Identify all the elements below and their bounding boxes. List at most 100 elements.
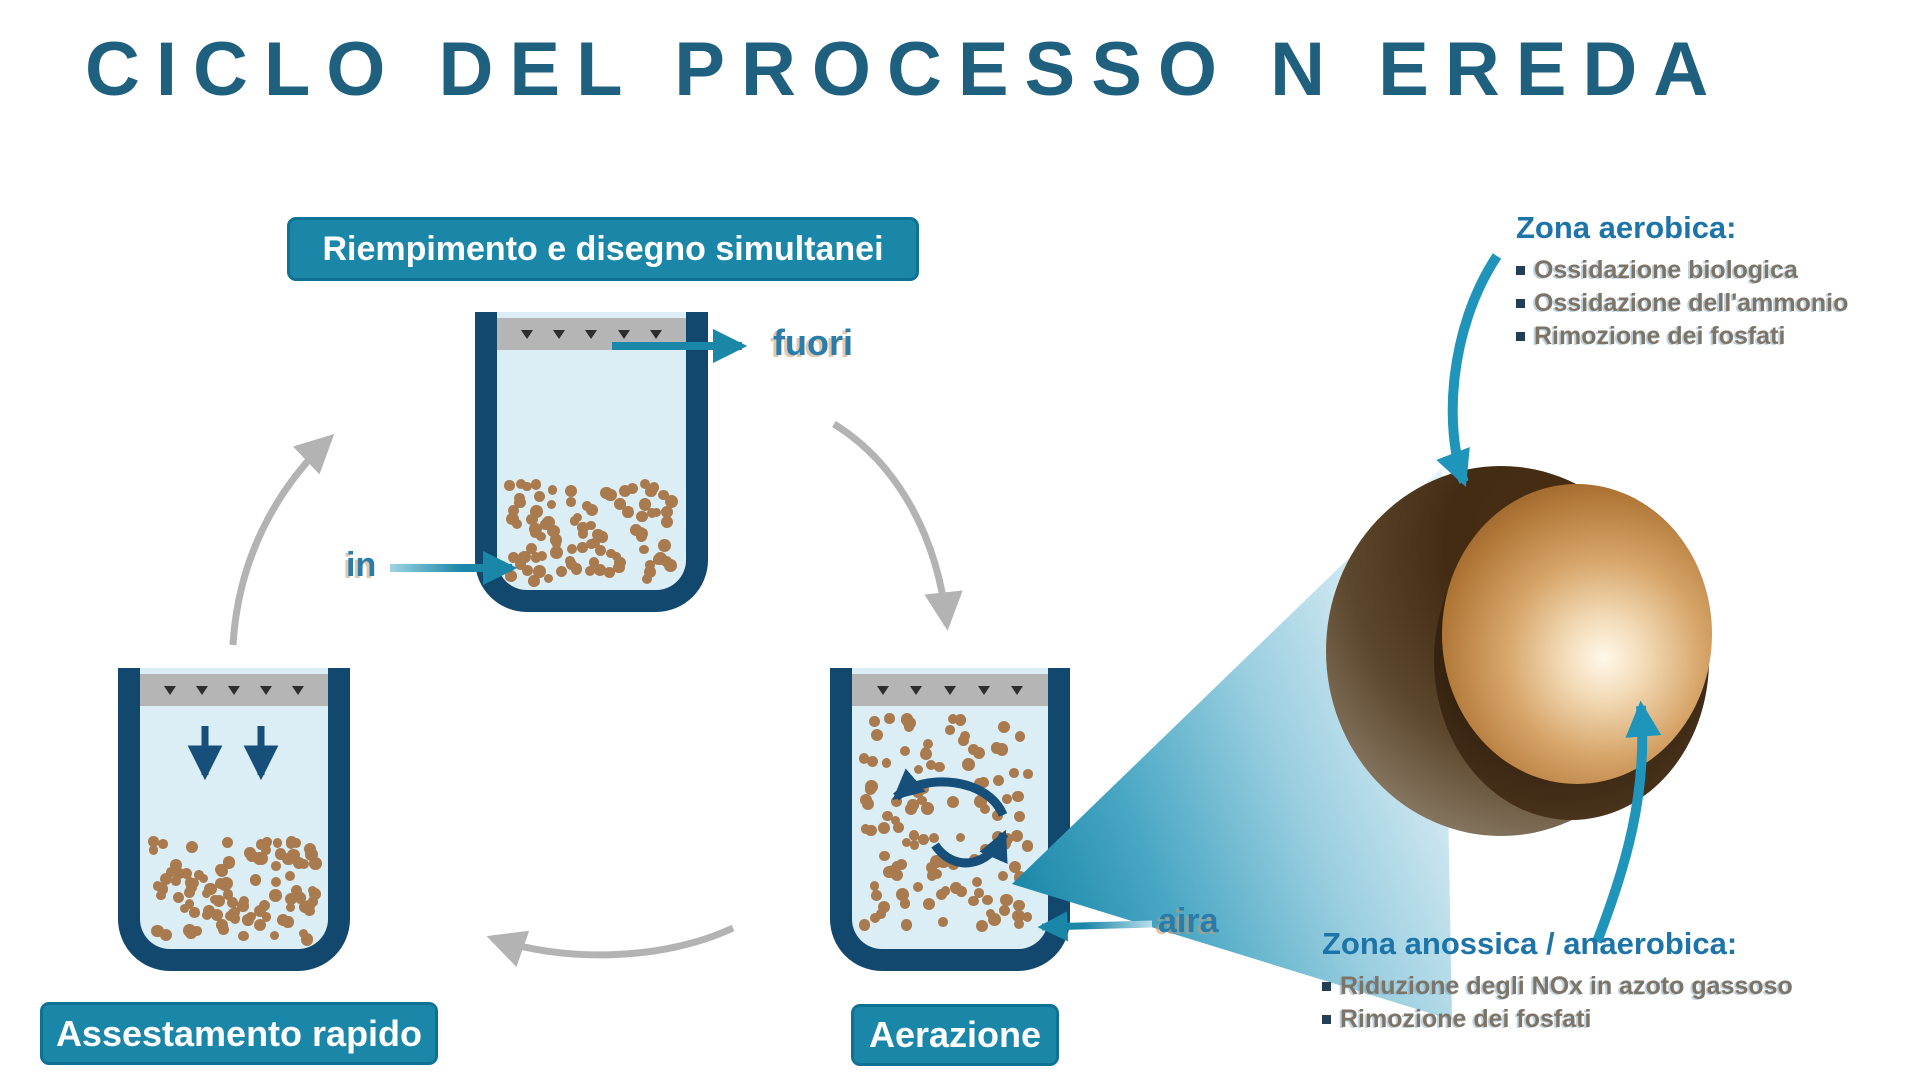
granule-dot xyxy=(622,506,634,518)
granule-dot xyxy=(1012,909,1025,923)
granule-dot xyxy=(881,758,892,768)
granule-dot xyxy=(216,919,229,932)
granule-dot xyxy=(204,882,217,896)
granule-dot xyxy=(645,560,656,570)
granule-dot xyxy=(920,746,931,757)
granule-dot xyxy=(507,551,519,563)
granule-dot xyxy=(246,911,256,922)
granule-dot xyxy=(514,558,527,571)
granule-dot xyxy=(934,761,946,773)
granule-dot xyxy=(926,870,938,882)
bullet-text: Riduzione degli NOx in azoto gassoso xyxy=(1340,972,1793,1000)
granule-dot xyxy=(308,896,319,907)
granule-dot xyxy=(955,833,965,843)
granule-dot xyxy=(269,889,282,902)
granule-dot xyxy=(577,528,589,539)
granule-dot xyxy=(975,919,989,933)
granule-dot xyxy=(522,565,533,576)
granule-dot xyxy=(504,480,515,491)
granule-dot xyxy=(917,833,929,845)
weir-notch-icon xyxy=(977,685,990,695)
granule-dot xyxy=(946,795,959,808)
weir-notch-icon xyxy=(196,685,208,695)
granule-dot xyxy=(152,880,163,891)
granule-dot xyxy=(904,802,917,815)
granule-dot xyxy=(660,506,673,519)
granule-dot xyxy=(912,881,923,893)
granule-dot xyxy=(918,784,929,795)
granule-dot xyxy=(215,878,227,890)
granule-dot xyxy=(261,912,272,922)
bullet-text: Rimozione dei fosfati xyxy=(1534,322,1786,350)
weir-notch-icon xyxy=(876,685,889,695)
granule-dot xyxy=(947,714,958,725)
granule-dot xyxy=(526,542,538,554)
granule-dot xyxy=(868,716,880,727)
granule-dot xyxy=(515,478,526,489)
granule-dot xyxy=(871,728,884,741)
granule-dot xyxy=(223,856,236,869)
granule-dot xyxy=(184,899,195,909)
sphere-inner-core xyxy=(1442,484,1712,784)
granule-dot xyxy=(586,504,598,516)
granule-dot xyxy=(166,867,177,878)
list-item: Riduzione degli NOx in azoto gassoso xyxy=(1322,970,1793,1003)
granule-dot xyxy=(273,838,283,848)
granule-dot xyxy=(1010,830,1023,843)
label-in: in xyxy=(346,546,377,584)
bullet-square-icon xyxy=(1516,266,1525,275)
granule-dot xyxy=(901,837,911,848)
granule-dot xyxy=(305,848,319,862)
label-aeration: Aerazione xyxy=(851,1004,1059,1066)
granule-dot xyxy=(255,852,269,865)
granule-dot xyxy=(151,924,164,938)
granule-dot xyxy=(922,897,935,910)
weir-notch-icon xyxy=(1011,685,1024,695)
granule-dot xyxy=(547,485,558,495)
granule-dot xyxy=(588,556,600,568)
granule-dot xyxy=(223,889,234,900)
granule-dot xyxy=(577,542,589,553)
granule-dot xyxy=(974,795,987,809)
granule-dot xyxy=(238,896,249,907)
bullet-square-icon xyxy=(1516,332,1525,341)
granule-dot xyxy=(914,765,924,775)
granule-dot xyxy=(593,564,606,576)
granule-dot xyxy=(179,904,190,914)
granule-dot xyxy=(270,861,281,872)
granule-dot xyxy=(968,853,981,866)
granule-dot xyxy=(871,890,882,901)
granule-dot xyxy=(899,745,911,757)
granule-dot xyxy=(865,825,877,837)
granule-dot xyxy=(878,821,891,834)
granule-dot xyxy=(658,489,669,500)
granule-dot xyxy=(185,881,197,894)
granule-dot xyxy=(544,573,554,584)
granule-dot xyxy=(997,871,1008,882)
bullet-square-icon xyxy=(1322,982,1331,991)
granule-dot xyxy=(938,917,948,927)
granule-dot xyxy=(990,742,1003,754)
granule-dot xyxy=(957,735,969,746)
granule-dot xyxy=(627,482,639,494)
granule-dot xyxy=(956,886,968,897)
granule-dot xyxy=(1012,790,1024,803)
tank-aeration xyxy=(830,668,1070,971)
granule-dot xyxy=(876,909,887,919)
granule-dot xyxy=(294,892,307,904)
granule-dot xyxy=(949,882,962,895)
granule-dot xyxy=(238,930,249,942)
weir-notch-icon xyxy=(910,685,923,695)
bullet-square-icon xyxy=(1322,1015,1331,1024)
granule-dot xyxy=(171,876,181,887)
tank-fill-draw-weir-bar xyxy=(497,318,686,350)
granule-dot xyxy=(202,909,213,920)
granule-dot xyxy=(530,478,542,490)
granule-dot xyxy=(528,575,540,587)
granule-dot xyxy=(566,497,576,507)
granule-dot xyxy=(962,758,976,772)
granule-dot xyxy=(158,839,168,850)
granule-dot xyxy=(883,865,896,879)
granule-dot xyxy=(254,905,267,918)
